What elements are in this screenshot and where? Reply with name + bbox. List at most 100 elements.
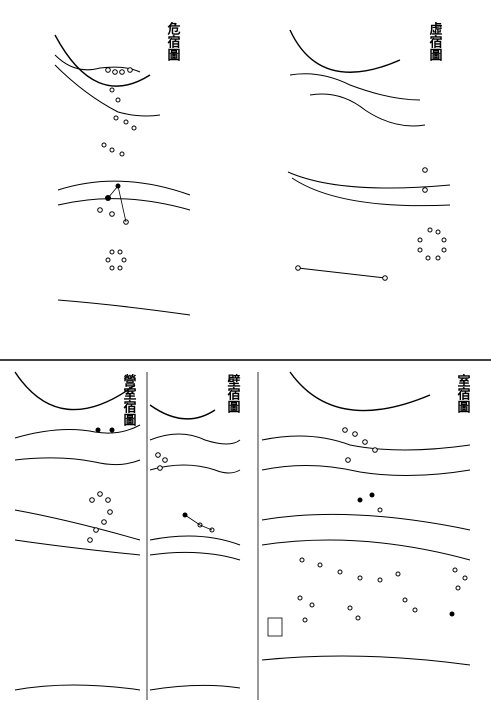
panel-title: 室宿圖 — [455, 373, 471, 414]
star — [441, 247, 447, 253]
star — [101, 142, 107, 148]
star — [412, 607, 418, 613]
star — [162, 457, 168, 463]
panel-title: 虛宿圖 — [427, 21, 443, 62]
equator-arc — [261, 539, 471, 561]
star — [93, 527, 99, 533]
star — [119, 151, 125, 157]
equator-arc — [14, 539, 141, 556]
panel-title: 壁宿圖 — [225, 373, 241, 414]
star — [317, 562, 323, 568]
star — [87, 537, 93, 543]
horizon-arc — [14, 684, 141, 691]
star — [121, 257, 127, 263]
star — [119, 69, 125, 75]
star — [157, 465, 163, 471]
celestial-arc — [14, 371, 136, 411]
star — [402, 597, 408, 603]
star — [97, 207, 103, 213]
ecliptic-arc — [149, 535, 241, 546]
star — [105, 257, 111, 263]
star — [417, 247, 423, 253]
star — [131, 125, 137, 131]
star — [372, 447, 378, 453]
panel-wei: 危宿圖 — [54, 21, 191, 316]
star — [452, 567, 458, 573]
star — [362, 439, 368, 445]
asterism-line — [184, 514, 213, 531]
star — [377, 507, 383, 513]
milky-way-edge — [309, 93, 426, 127]
star — [357, 575, 363, 581]
ecliptic-arc — [57, 180, 191, 196]
star — [345, 457, 351, 463]
star — [127, 67, 133, 73]
star — [435, 255, 441, 261]
star — [107, 509, 113, 515]
panel-ying: 營室宿圖 — [14, 371, 141, 691]
star — [109, 211, 115, 217]
star — [117, 249, 123, 255]
celestial-arc — [149, 404, 216, 420]
equator-arc — [57, 198, 191, 211]
panel-shi: 室宿圖 — [257, 371, 471, 700]
star — [117, 265, 123, 271]
star — [105, 67, 111, 73]
star — [377, 577, 383, 583]
asterism-line — [297, 267, 386, 279]
milky-way-edge — [261, 435, 471, 451]
star — [427, 227, 433, 233]
star — [417, 237, 423, 243]
star — [352, 431, 358, 437]
star — [435, 229, 441, 235]
panel-title: 危宿圖 — [165, 21, 181, 62]
milky-way-edge — [261, 465, 471, 477]
star — [355, 615, 361, 621]
star — [115, 97, 121, 103]
star — [95, 427, 101, 433]
star — [369, 492, 375, 498]
horizon-arc — [261, 655, 471, 666]
star — [441, 237, 447, 243]
star — [97, 491, 103, 497]
star — [109, 87, 115, 93]
star — [155, 452, 161, 458]
milky-way-edge — [149, 433, 241, 445]
star — [395, 571, 401, 577]
star — [109, 427, 115, 433]
equator-arc — [291, 177, 451, 207]
panel-title: 營室宿圖 — [121, 373, 137, 427]
ecliptic-arc — [287, 171, 451, 189]
star — [112, 69, 118, 75]
milky-way-edge — [149, 464, 241, 474]
star — [357, 497, 363, 503]
asterism-box — [267, 617, 283, 637]
panel-bi: 壁宿圖 — [146, 372, 241, 700]
milky-way-edge — [54, 54, 141, 73]
equator-arc — [149, 551, 241, 561]
star — [462, 575, 468, 581]
milky-way-edge — [289, 73, 421, 101]
star — [299, 557, 305, 563]
star — [89, 497, 95, 503]
panel-xu: 虛宿圖 — [287, 21, 451, 281]
star — [337, 569, 343, 575]
star — [113, 115, 119, 121]
star — [109, 147, 115, 153]
star — [382, 275, 388, 281]
star — [109, 265, 115, 271]
star — [422, 167, 428, 173]
star — [309, 602, 315, 608]
star — [297, 595, 303, 601]
star — [123, 119, 129, 125]
milky-way-edge — [14, 457, 141, 466]
star — [101, 519, 107, 525]
ecliptic-arc — [261, 513, 471, 531]
star — [347, 605, 353, 611]
star — [295, 265, 301, 271]
milky-way-edge — [14, 424, 141, 439]
asterism-line — [107, 185, 127, 223]
horizon-arc — [57, 299, 191, 316]
celestial-arc — [289, 29, 401, 73]
